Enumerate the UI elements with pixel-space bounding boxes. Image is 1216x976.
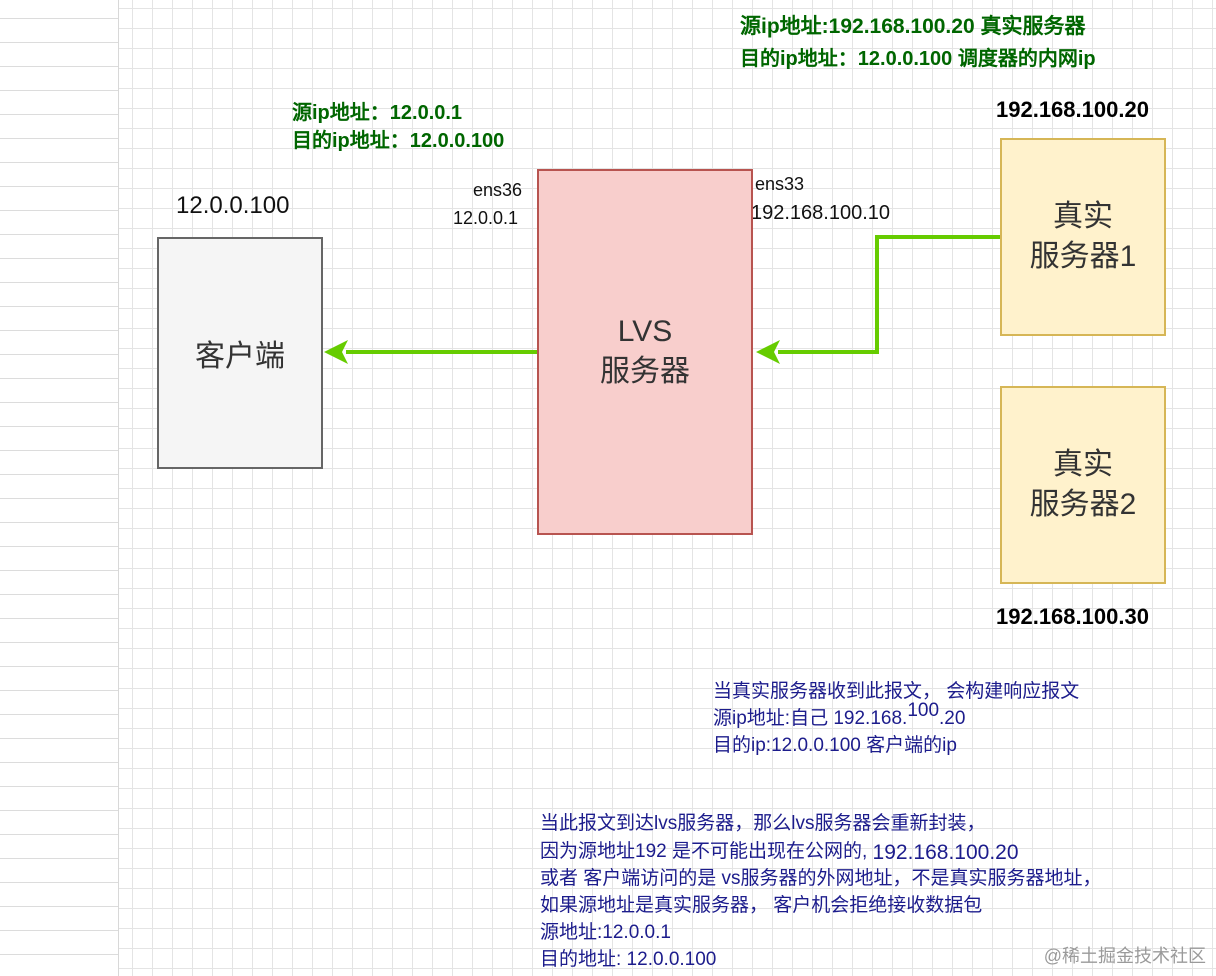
lvs-label-line2: 服务器 xyxy=(600,355,690,388)
arrow-head-client xyxy=(324,340,348,364)
client-note-line1: 源ip地址：12.0.0.1 xyxy=(292,102,463,124)
rewrite-note-line1: 当此报文到达lvs服务器，那么lvs服务器会重新封装， xyxy=(540,813,986,834)
rewrite-note: 当此报文到达lvs服务器，那么lvs服务器会重新封装， 因为源地址192 是不可… xyxy=(540,810,1102,973)
response-note-line2-suffix: .20 xyxy=(939,708,966,729)
arrow-realserver-to-lvs xyxy=(778,235,1000,354)
real-server-1-line1: 真实 xyxy=(1053,200,1113,233)
rewrite-note-line2-text: 因为源地址192 是不可能出现在公网的, xyxy=(540,841,868,862)
response-note-line2: 源ip地址:自己 192.168.100.20 xyxy=(713,700,1079,732)
real-server-1-line2: 服务器1 xyxy=(1029,240,1137,273)
response-note-line2-sup: 100 xyxy=(907,700,940,721)
real-server-2-line1: 真实 xyxy=(1053,448,1113,481)
lvs-server-node[interactable]: LVS 服务器 xyxy=(537,169,753,535)
real-server-2-line2: 服务器2 xyxy=(1029,488,1137,521)
rewrite-note-line2: 因为源地址192 是不可能出现在公网的, 192.168.100.20 xyxy=(540,837,1102,865)
lvs-right-ip: 192.168.100.10 xyxy=(751,202,891,224)
client-note-line2: 目的ip地址：12.0.0.100 xyxy=(292,130,505,152)
response-note-line2-prefix: 源ip地址:自己 192.168. xyxy=(713,708,908,729)
real-server-1-ip: 192.168.100.20 xyxy=(996,97,1149,122)
client-node[interactable]: 客户端 xyxy=(157,237,323,469)
rewrite-note-line6: 目的地址: 12.0.0.100 xyxy=(540,949,717,970)
top-note-line2: 目的ip地址：12.0.0.100 调度器的内网ip xyxy=(740,48,1096,70)
arrow-head-lvs xyxy=(756,340,780,364)
response-note-line3: 目的ip:12.0.0.100 客户端的ip xyxy=(713,735,957,756)
real-server-2-ip: 192.168.100.30 xyxy=(996,604,1149,629)
watermark: @稀土掘金技术社区 xyxy=(1043,946,1206,966)
rewrite-note-line3: 或者 客户端访问的是 vs服务器的外网地址，不是真实服务器地址， xyxy=(540,868,1102,889)
real-server-2-node[interactable]: 真实 服务器2 xyxy=(1000,386,1166,584)
rewrite-note-line2-ip: 192.168.100.20 xyxy=(872,841,1019,864)
response-note: 当真实服务器收到此报文， 会构建响应报文 源ip地址:自己 192.168.10… xyxy=(713,678,1079,759)
lvs-left-ip: 12.0.0.1 xyxy=(453,208,519,228)
lvs-left-iface: ens36 xyxy=(473,180,523,200)
response-note-line1: 当真实服务器收到此报文， 会构建响应报文 xyxy=(713,681,1080,702)
lvs-label-line1: LVS xyxy=(617,315,673,348)
client-label: 客户端 xyxy=(195,340,285,373)
real-server-1-node[interactable]: 真实 服务器1 xyxy=(1000,138,1166,336)
left-panel-strip xyxy=(0,0,119,976)
client-ip: 12.0.0.100 xyxy=(176,192,290,219)
rewrite-note-line4: 如果源地址是真实服务器， 客户机会拒绝接收数据包 xyxy=(540,895,983,916)
rewrite-note-line5: 源地址:12.0.0.1 xyxy=(540,922,671,943)
top-note-line1: 源ip地址:192.168.100.20 真实服务器 xyxy=(740,15,1086,38)
lvs-right-iface: ens33 xyxy=(755,174,805,194)
